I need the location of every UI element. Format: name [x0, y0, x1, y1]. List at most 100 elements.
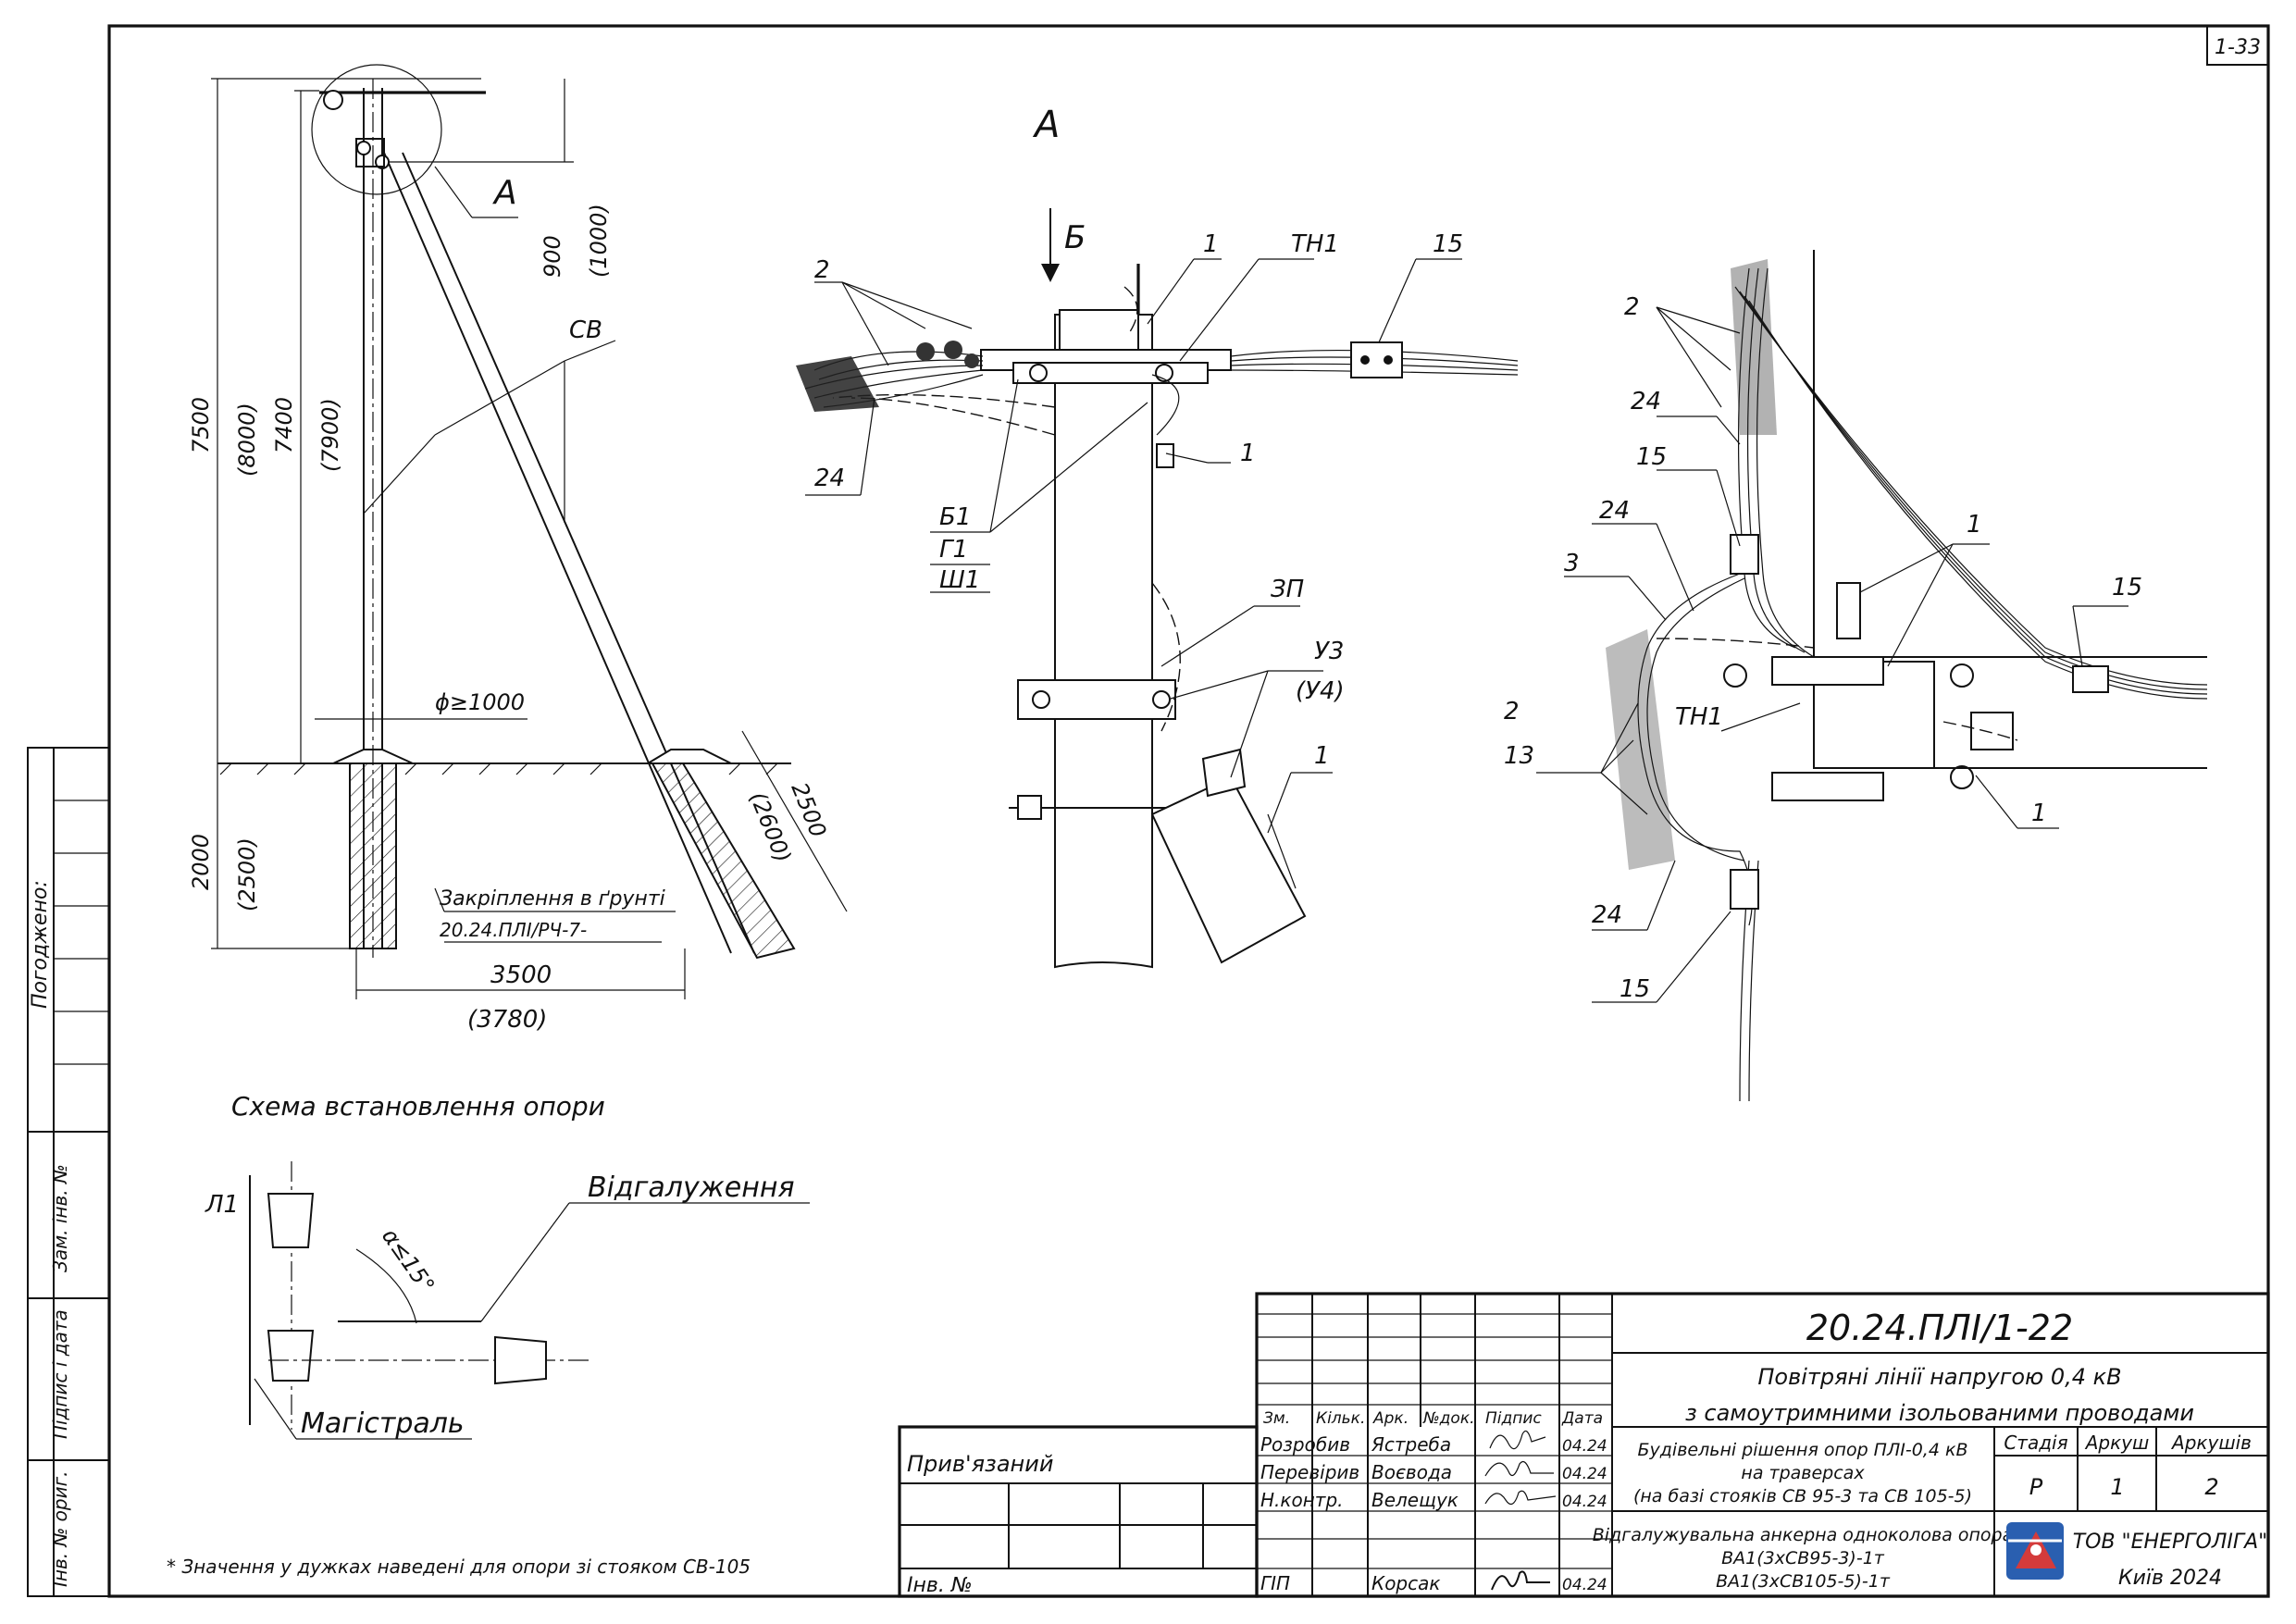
col-pidpys: Підпис	[1485, 1409, 1542, 1428]
va-label-2: 2	[814, 256, 830, 284]
arkush-header: Аркуш	[2084, 1432, 2150, 1454]
view-a-wires-right	[1151, 341, 1519, 436]
role-gip: ГІП	[1260, 1572, 1290, 1594]
va-label-sh1: Ш1	[939, 566, 980, 594]
view-b-marker: Б	[1064, 219, 1086, 256]
main-line-insulator-top	[267, 1193, 315, 1248]
stadia-value: Р	[2029, 1474, 2043, 1500]
view-a-callout-circle	[311, 64, 442, 195]
name-pereviryv: Воєвода	[1371, 1461, 1452, 1483]
vb-label-2-top: 2	[1624, 293, 1640, 321]
dim-8000: (8000)	[234, 403, 260, 477]
dim-2600: (2600)	[744, 788, 796, 866]
va-label-g1: Г1	[939, 536, 968, 564]
stamp-zam-inv: Зам. інв. №	[49, 1164, 71, 1272]
col-kilk: Кільк.	[1316, 1409, 1365, 1428]
vb-label-15-right: 15	[2112, 574, 2142, 601]
left-stamp: Погоджено: Зам. інв. № Підпис і дата Інв…	[27, 747, 110, 1597]
branch-label: Відгалуження	[588, 1172, 795, 1204]
section-line-3: (на базі стояків СВ 95-3 та СВ 105-5)	[1633, 1486, 1972, 1506]
dim-7900: (7900)	[317, 398, 343, 472]
va-label-zp: ЗП	[1271, 576, 1304, 603]
dim-900: 900	[540, 235, 565, 278]
view-a: А Б	[796, 104, 1519, 969]
dim-2500b: (2500)	[234, 837, 260, 911]
view-b-cable-bundles	[1606, 259, 2208, 1102]
vb-label-24-bottom: 24	[1592, 901, 1622, 929]
company-name: ТОВ "ЕНЕРГОЛІГА"	[2073, 1531, 2268, 1554]
view-a-leaders	[805, 258, 1462, 834]
va-label-b1: Б1	[939, 503, 971, 531]
branch-scheme: Л1 Відгалуження Магістраль α≤15°	[205, 1161, 810, 1440]
title-line-2: з самоутримними ізольованими проводами	[1685, 1400, 2194, 1426]
section-line-2: на траверсах	[1741, 1463, 1865, 1483]
view-a-connector-15	[1350, 341, 1403, 378]
col-zm: Зм.	[1263, 1409, 1290, 1428]
name-nkontr: Велещук	[1371, 1489, 1458, 1511]
dim-3780: (3780)	[467, 1006, 547, 1034]
arkushiv-value: 2	[2204, 1474, 2218, 1500]
section-line-1: Будівельні рішення опор ПЛІ-0,4 кВ	[1638, 1440, 1968, 1460]
view-a-pole	[1054, 314, 1153, 969]
dim-2000: 2000	[188, 834, 214, 890]
vertical-pole	[332, 79, 414, 958]
arkush-value: 1	[2110, 1474, 2124, 1500]
role-razrobyv: Розробив	[1260, 1433, 1350, 1456]
vb-label-3: 3	[1564, 550, 1580, 577]
dim-7500: 7500	[188, 397, 214, 453]
top-crossarm	[311, 64, 486, 195]
signatures	[1484, 1430, 1557, 1591]
l1-label: Л1	[205, 1191, 239, 1219]
name-gip: Корсак	[1371, 1572, 1440, 1594]
bracket-values-note: * Значення у дужках наведені для опори з…	[167, 1556, 751, 1578]
view-a-distribution-box	[1150, 748, 1307, 964]
main-line-insulator-bottom	[267, 1330, 315, 1382]
va-label-u3: У3	[1314, 638, 1344, 665]
view-a-marker: А	[492, 174, 517, 212]
view-b-leaders	[1536, 306, 2128, 1003]
stadia-header: Стадія	[2004, 1432, 2067, 1454]
vb-label-15-bottom: 15	[1620, 975, 1650, 1003]
view-b: 2 24 15 24 1 3 15 2 13 ТН1 1 24 15	[1504, 250, 2208, 1102]
col-data: Дата	[1561, 1409, 1603, 1428]
inv-no-label: Інв. №	[907, 1574, 973, 1597]
col-ark: Арк.	[1372, 1409, 1409, 1428]
view-a-wires-left	[796, 341, 1056, 436]
drawing-line-3: ВА1(3хСВ105-5)-1т	[1716, 1571, 1891, 1592]
sheet-number: 1-33	[2215, 36, 2261, 59]
date-gip: 04.24	[1562, 1576, 1607, 1594]
date-razrobyv: 04.24	[1562, 1437, 1607, 1456]
sv-label: СВ	[569, 316, 602, 344]
company-city: Київ 2024	[2118, 1567, 2222, 1590]
vb-label-tn1: ТН1	[1675, 703, 1723, 731]
va-label-1-top: 1	[1203, 230, 1219, 258]
name-razrobyv: Ястреба	[1371, 1433, 1451, 1456]
vb-label-2-left: 2	[1504, 698, 1520, 725]
drawing-line-1: Відгалужувальна анкерна одноколова опора	[1593, 1525, 2013, 1545]
dim-3500: 3500	[490, 961, 552, 989]
installation-scheme: А СВ 900 (1000) 7500 (8000) 7400 (7900) …	[188, 64, 848, 1122]
title-block: Зм. Кільк. Арк. №док. Підпис Дата Прив'я…	[898, 1292, 2270, 1598]
drawing-line-2: ВА1(3хСВ95-3)-1т	[1721, 1548, 1885, 1568]
view-a-title: А	[1032, 104, 1060, 146]
va-label-24: 24	[814, 465, 845, 492]
dim-7400: 7400	[271, 397, 297, 453]
dim-2500: 2500	[786, 779, 831, 841]
va-label-15: 15	[1433, 230, 1463, 258]
angle-label: α≤15°	[377, 1223, 440, 1297]
date-pereviryv: 04.24	[1562, 1465, 1607, 1483]
va-label-u4: (У4)	[1296, 677, 1345, 705]
vb-label-1-top: 1	[1967, 511, 1982, 539]
ground-fix-label: Закріплення в ґрунті	[440, 887, 665, 911]
title-line-1: Повітряні лінії напругою 0,4 кВ	[1757, 1364, 2121, 1390]
vb-label-13: 13	[1504, 742, 1534, 770]
col-ndok: №док.	[1422, 1409, 1475, 1428]
stamp-pogodzheno: Погоджено:	[29, 880, 52, 1009]
stamp-inv-orig: Інв. № ориг.	[49, 1471, 71, 1587]
stamp-pidpys-data: Підпис і дата	[49, 1309, 71, 1439]
ground-hatch-ticks	[219, 762, 778, 775]
dim-diameter: ϕ≥1000	[435, 689, 525, 715]
ground-fix-code: 20.24.ПЛІ/РЧ-7-	[440, 919, 587, 941]
vb-label-24-top: 24	[1631, 388, 1661, 415]
